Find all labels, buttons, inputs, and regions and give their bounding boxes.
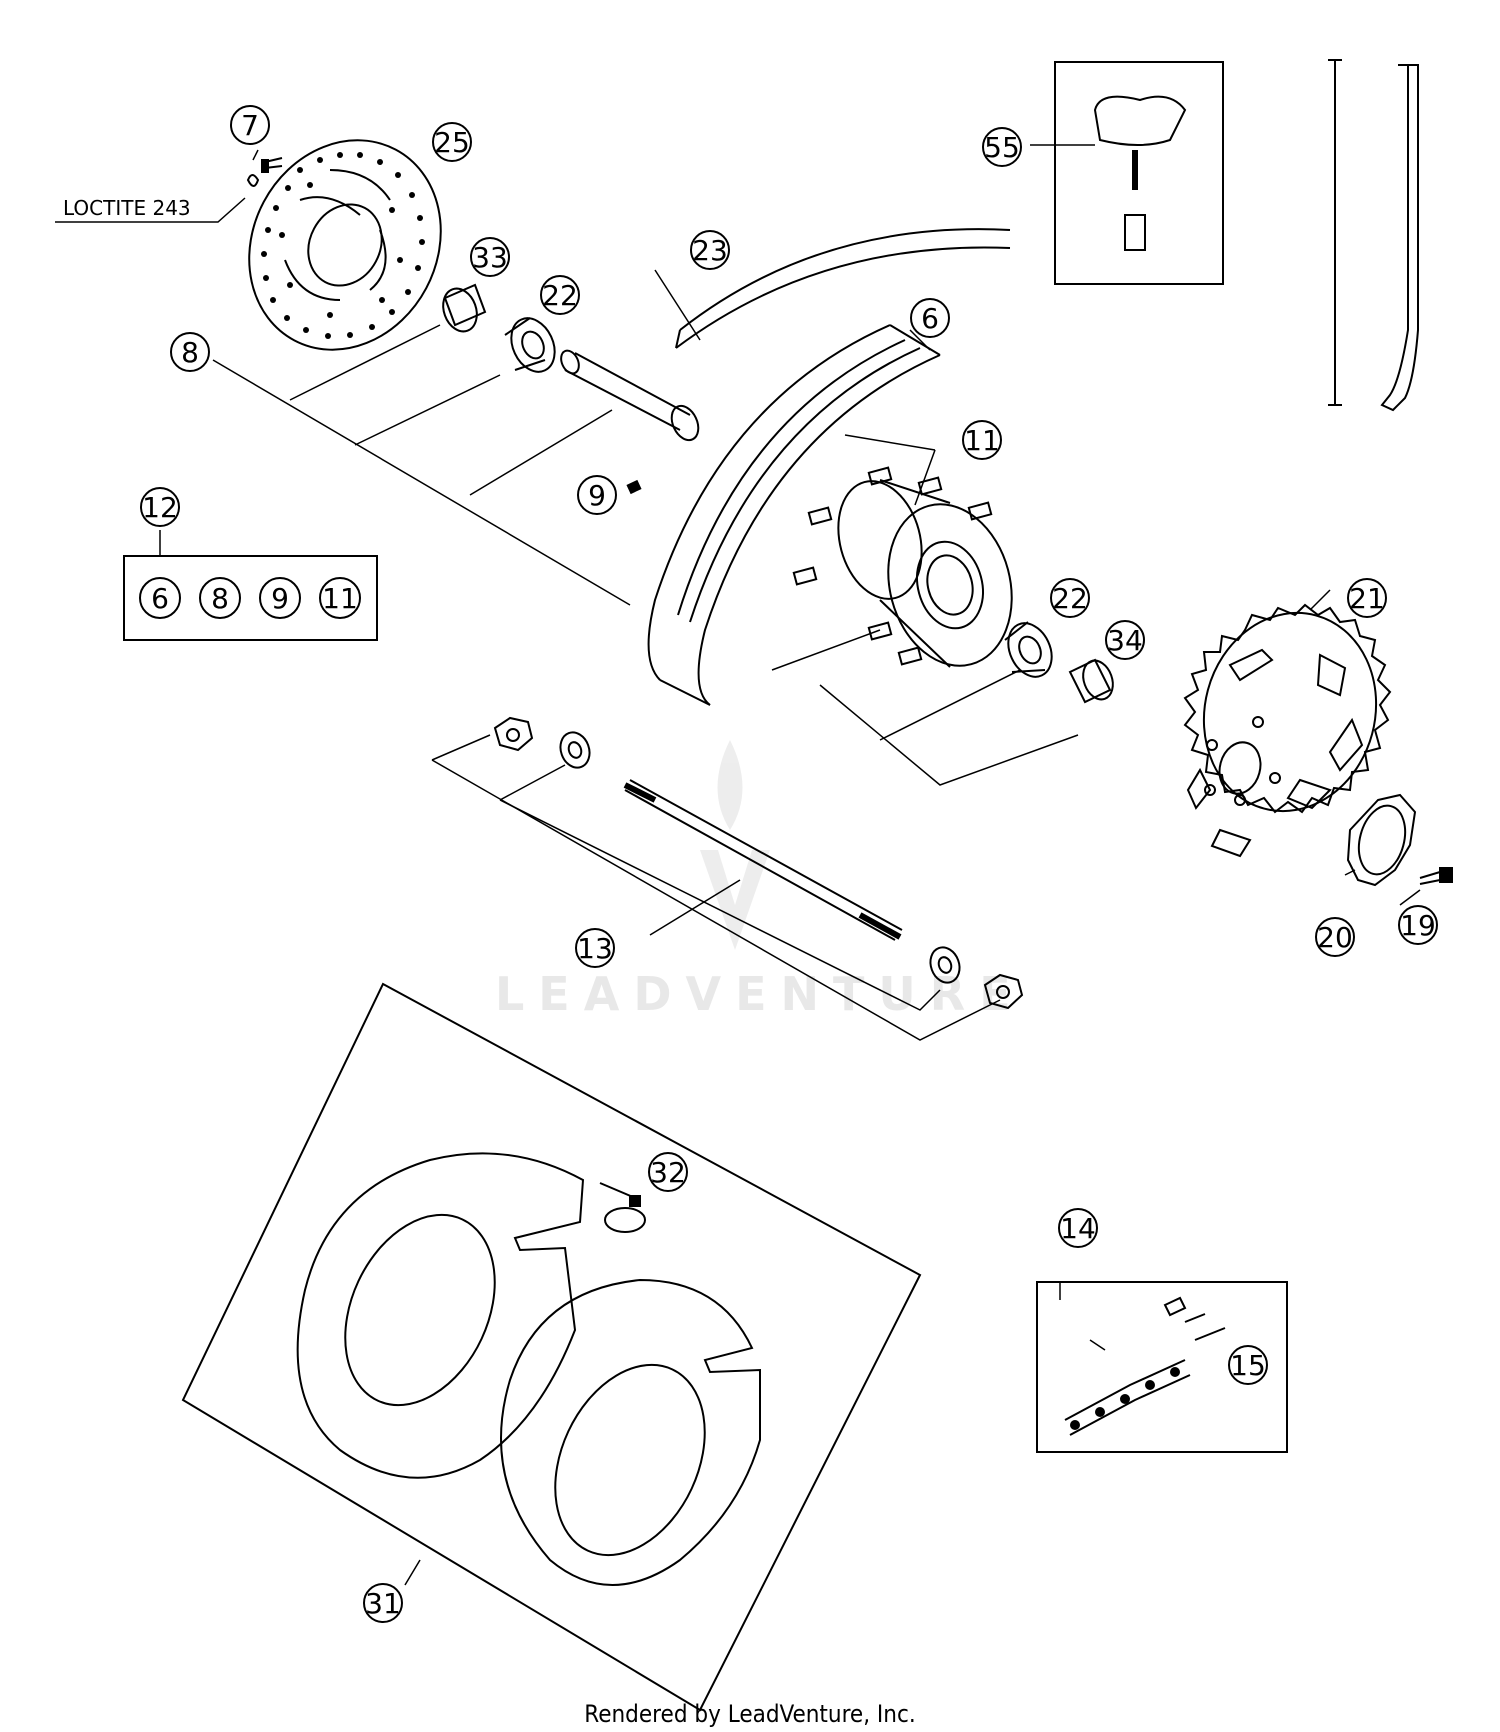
svg-text:15: 15 bbox=[1230, 1349, 1266, 1382]
axle bbox=[623, 779, 903, 941]
svg-text:22: 22 bbox=[1052, 582, 1088, 615]
svg-text:23: 23 bbox=[692, 234, 728, 267]
kit-box bbox=[123, 555, 378, 641]
svg-text:13: 13 bbox=[577, 932, 613, 965]
brake-disc bbox=[248, 139, 442, 351]
svg-text:11: 11 bbox=[964, 424, 1000, 457]
callout-14: 14 bbox=[1058, 1208, 1098, 1248]
spacer-34 bbox=[1068, 658, 1114, 704]
rim bbox=[647, 324, 941, 706]
disc-holes bbox=[261, 152, 425, 339]
svg-text:6: 6 bbox=[151, 582, 169, 615]
sprocket-plate bbox=[1346, 793, 1417, 887]
callout-20: 20 bbox=[1315, 917, 1355, 957]
callout-19: 19 bbox=[1398, 905, 1438, 945]
kit-item-8: 8 bbox=[199, 577, 241, 619]
callout-21: 21 bbox=[1347, 578, 1387, 618]
cable-tie bbox=[599, 1182, 646, 1233]
callout-22-upper: 22 bbox=[540, 275, 580, 315]
sprocket bbox=[1183, 603, 1392, 858]
svg-text:6: 6 bbox=[921, 302, 939, 335]
callout-33: 33 bbox=[470, 237, 510, 277]
film-box bbox=[181, 982, 922, 1712]
svg-text:8: 8 bbox=[211, 582, 229, 615]
svg-text:9: 9 bbox=[271, 582, 289, 615]
chain-box bbox=[1036, 1281, 1288, 1453]
kit-item-11: 11 bbox=[319, 577, 361, 619]
spoke bbox=[1328, 59, 1419, 412]
svg-text:21: 21 bbox=[1349, 582, 1385, 615]
washer-left bbox=[559, 731, 591, 769]
protection-film-2 bbox=[500, 1278, 761, 1586]
callout-6: 6 bbox=[910, 298, 950, 338]
watermark-text: LEADVENTURE bbox=[495, 967, 1025, 1021]
footer-credit: Rendered by LeadVenture, Inc. bbox=[584, 1700, 915, 1728]
valve-box bbox=[1054, 61, 1224, 285]
svg-text:8: 8 bbox=[181, 336, 199, 369]
callout-32: 32 bbox=[648, 1152, 688, 1192]
svg-text:33: 33 bbox=[472, 241, 508, 274]
bearing-upper bbox=[504, 317, 556, 373]
chain bbox=[1064, 1296, 1226, 1436]
protection-film-1 bbox=[296, 1152, 585, 1479]
callout-31: 31 bbox=[363, 1583, 403, 1623]
axle-nut-right bbox=[983, 973, 1024, 1010]
callout-22-lower: 22 bbox=[1050, 578, 1090, 618]
leader-lines bbox=[55, 144, 1421, 1586]
svg-text:20: 20 bbox=[1317, 921, 1353, 954]
svg-text:12: 12 bbox=[142, 491, 178, 524]
svg-text:22: 22 bbox=[542, 279, 578, 312]
callout-9: 9 bbox=[577, 475, 617, 515]
svg-text:7: 7 bbox=[241, 109, 259, 142]
callout-13: 13 bbox=[575, 928, 615, 968]
valve bbox=[1093, 95, 1187, 251]
callout-34: 34 bbox=[1105, 620, 1145, 660]
hub bbox=[792, 466, 1013, 668]
spacer-33 bbox=[442, 283, 487, 333]
callout-11: 11 bbox=[962, 420, 1002, 460]
watermark: LEADVENTURE bbox=[495, 740, 1025, 1021]
svg-text:34: 34 bbox=[1107, 624, 1143, 657]
callout-15: 15 bbox=[1228, 1345, 1268, 1385]
svg-text:31: 31 bbox=[365, 1587, 401, 1620]
washer-right bbox=[929, 946, 961, 984]
loctite-label: LOCTITE 243 bbox=[63, 196, 191, 220]
disc-bolt bbox=[246, 157, 283, 187]
small-screw bbox=[626, 479, 642, 495]
svg-text:14: 14 bbox=[1060, 1212, 1096, 1245]
sprocket-bolt bbox=[1419, 867, 1453, 885]
bearing-lower bbox=[1004, 621, 1053, 678]
axle-nut-left bbox=[493, 716, 534, 752]
callout-25: 25 bbox=[432, 122, 472, 162]
svg-text:55: 55 bbox=[984, 131, 1020, 164]
callout-12: 12 bbox=[140, 487, 180, 527]
svg-text:19: 19 bbox=[1400, 909, 1436, 942]
svg-text:9: 9 bbox=[588, 479, 606, 512]
svg-text:25: 25 bbox=[434, 126, 470, 159]
svg-text:11: 11 bbox=[322, 582, 358, 615]
kit-item-9: 9 bbox=[259, 577, 301, 619]
distance-tube bbox=[560, 349, 700, 442]
tire bbox=[675, 228, 1011, 349]
callout-23: 23 bbox=[690, 230, 730, 270]
svg-text:32: 32 bbox=[650, 1156, 686, 1189]
callout-7: 7 bbox=[230, 105, 270, 145]
callout-55: 55 bbox=[982, 127, 1022, 167]
kit-item-6: 6 bbox=[139, 577, 181, 619]
callout-8: 8 bbox=[170, 332, 210, 372]
